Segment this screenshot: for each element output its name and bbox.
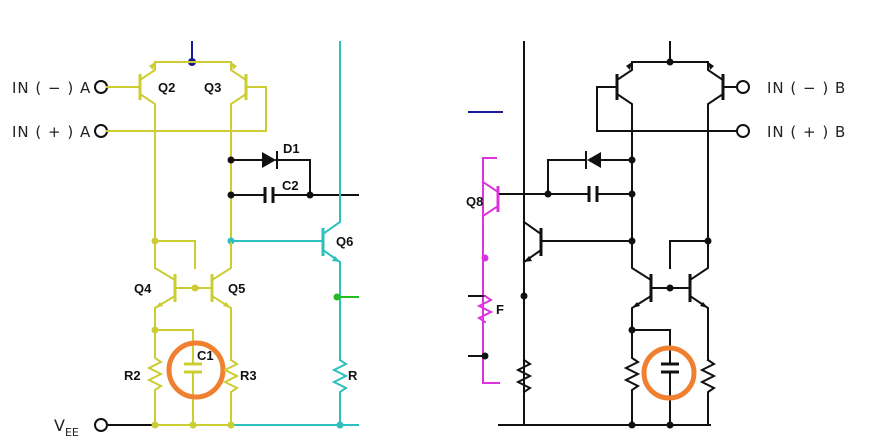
in-plus-b-terminal[interactable] xyxy=(736,124,750,138)
q2-label: Q2 xyxy=(158,80,175,95)
in-plus-a-terminal[interactable] xyxy=(94,124,108,138)
c1-highlight-circle xyxy=(166,340,226,400)
partial-r-resistor xyxy=(476,294,494,324)
vee-dot-4 xyxy=(336,421,344,429)
right-r2-resistor xyxy=(623,329,641,426)
q2-transistor xyxy=(138,61,156,241)
right-c1-capacitor xyxy=(661,362,679,374)
in-plus-b-wire xyxy=(596,86,738,132)
in-plus-a-label: IN ( + ) A xyxy=(12,123,91,141)
q4-collector-wire xyxy=(154,240,196,282)
q5-transistor xyxy=(210,240,232,361)
r2-label: R2 xyxy=(124,368,141,383)
q3-label: Q3 xyxy=(204,80,221,95)
vee-dot-1 xyxy=(151,421,159,429)
in-minus-a-terminal[interactable] xyxy=(94,80,108,94)
q6-transistor xyxy=(321,41,341,361)
d1-diode xyxy=(262,151,278,169)
right-q-left-transistor xyxy=(615,61,633,241)
r-resistor xyxy=(331,358,349,426)
partial-r-label: F xyxy=(496,302,504,317)
r3-resistor xyxy=(222,358,240,426)
right-mirror-base-dot xyxy=(666,284,674,292)
q5-label: Q5 xyxy=(228,281,245,296)
in-plus-a-wire xyxy=(106,86,267,132)
in-minus-b-terminal[interactable] xyxy=(736,80,750,94)
left-circuit: IN ( − ) A IN ( + ) A VEE Q2 Q3 xyxy=(12,41,359,439)
right-vee-dot-2 xyxy=(666,421,674,429)
in-minus-b-label: IN ( − ) B xyxy=(767,79,846,97)
right-vee-dot-1 xyxy=(628,421,636,429)
q6-label: Q6 xyxy=(336,234,353,249)
right-q-right-transistor xyxy=(707,61,738,241)
r-label: R xyxy=(348,368,358,383)
d1-label: D1 xyxy=(283,141,300,156)
in-plus-b-label: IN ( + ) B xyxy=(767,123,846,141)
right-diode-wire xyxy=(547,159,633,195)
right-output-transistor xyxy=(522,220,543,264)
mirror-base-dot xyxy=(191,284,199,292)
d1-wire xyxy=(230,159,311,196)
right-c1-highlight-circle xyxy=(641,345,697,401)
vee-dot-3 xyxy=(227,421,235,429)
vee-terminal[interactable] xyxy=(94,418,108,432)
c2-capacitor xyxy=(263,187,275,203)
q4-transistor xyxy=(154,274,177,331)
right-mirror-col-wire xyxy=(669,240,709,269)
c1-capacitor xyxy=(184,362,202,374)
c1-label: C1 xyxy=(197,348,214,363)
vee-label: VEE xyxy=(54,416,79,439)
right-mirror-q-right xyxy=(688,240,709,361)
c2-right-dot xyxy=(306,191,314,199)
q8-label: Q8 xyxy=(466,194,483,209)
magenta-dot-1 xyxy=(481,254,489,262)
right-c1-top-wire xyxy=(631,329,671,363)
magenta-left-wire xyxy=(482,157,500,384)
q4-label: Q4 xyxy=(134,281,152,296)
right-circuit: Q8 F IN ( − ) B IN ( + ) B xyxy=(466,41,846,429)
c1-top-wire xyxy=(154,329,194,363)
right-compensation-capacitor xyxy=(587,186,599,202)
in-minus-a-label: IN ( − ) A xyxy=(12,79,91,97)
right-r-resistor xyxy=(515,358,533,394)
c2-label: C2 xyxy=(282,178,299,193)
q3-transistor xyxy=(230,61,248,241)
r2-resistor xyxy=(146,329,164,426)
right-mirror-q-left xyxy=(631,240,653,331)
right-r3-resistor xyxy=(699,358,717,426)
r3-label: R3 xyxy=(240,368,257,383)
vee-dot-2 xyxy=(189,421,197,429)
q8-transistor xyxy=(481,180,549,218)
right-output-dot xyxy=(520,292,528,300)
right-diode xyxy=(585,151,601,169)
